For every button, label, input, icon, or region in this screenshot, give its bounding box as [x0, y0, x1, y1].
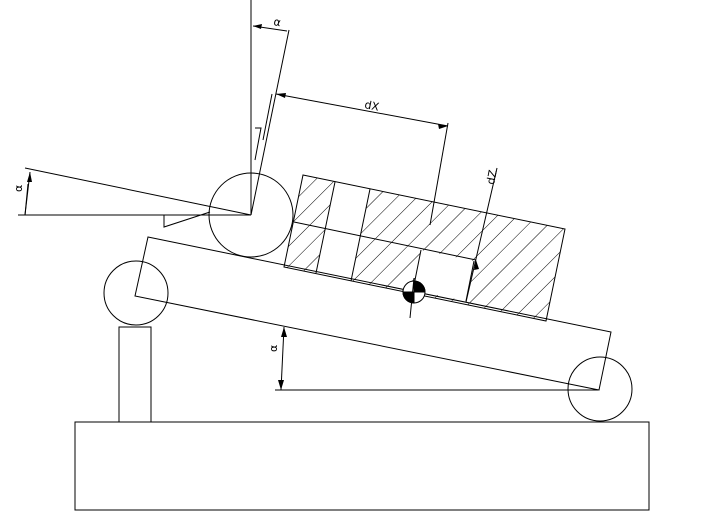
probe-bracket	[254, 127, 262, 161]
middle-angle-arrowhead-top	[281, 327, 287, 337]
left-roller	[103, 260, 169, 326]
dx-dimension-line	[275, 93, 449, 127]
pocket-cavity	[413, 250, 474, 301]
dz-arrowhead	[474, 260, 479, 270]
surface-plate	[74, 421, 650, 511]
alpha-middle-label: α	[267, 345, 280, 352]
right-roller	[567, 356, 633, 422]
alpha-top-label: α	[272, 15, 282, 29]
dx-arrowhead-left	[276, 93, 286, 98]
dx-arrowhead-right	[438, 124, 448, 129]
alpha-left-label: α	[12, 185, 25, 192]
center-of-gravity-marker	[402, 277, 426, 319]
dz-label: dZ	[484, 168, 500, 185]
left-tilted-line	[24, 167, 252, 216]
support-column	[118, 326, 152, 423]
workpiece-block	[283, 174, 566, 322]
left-wedge	[163, 211, 211, 228]
middle-angle-arrowhead-bottom	[278, 380, 284, 390]
dx-extension-right	[429, 122, 449, 226]
top-angle-arrowhead	[253, 24, 262, 29]
hatch-region-left	[284, 175, 335, 273]
hatch-region-right	[351, 189, 565, 321]
left-angle-arrowhead	[27, 172, 32, 182]
dz-dimension-line	[465, 167, 498, 303]
dx-extension-left	[262, 93, 273, 141]
middle-angle-arrow	[280, 326, 285, 391]
tilted-axis	[250, 29, 290, 216]
dx-label: dX	[363, 98, 380, 114]
